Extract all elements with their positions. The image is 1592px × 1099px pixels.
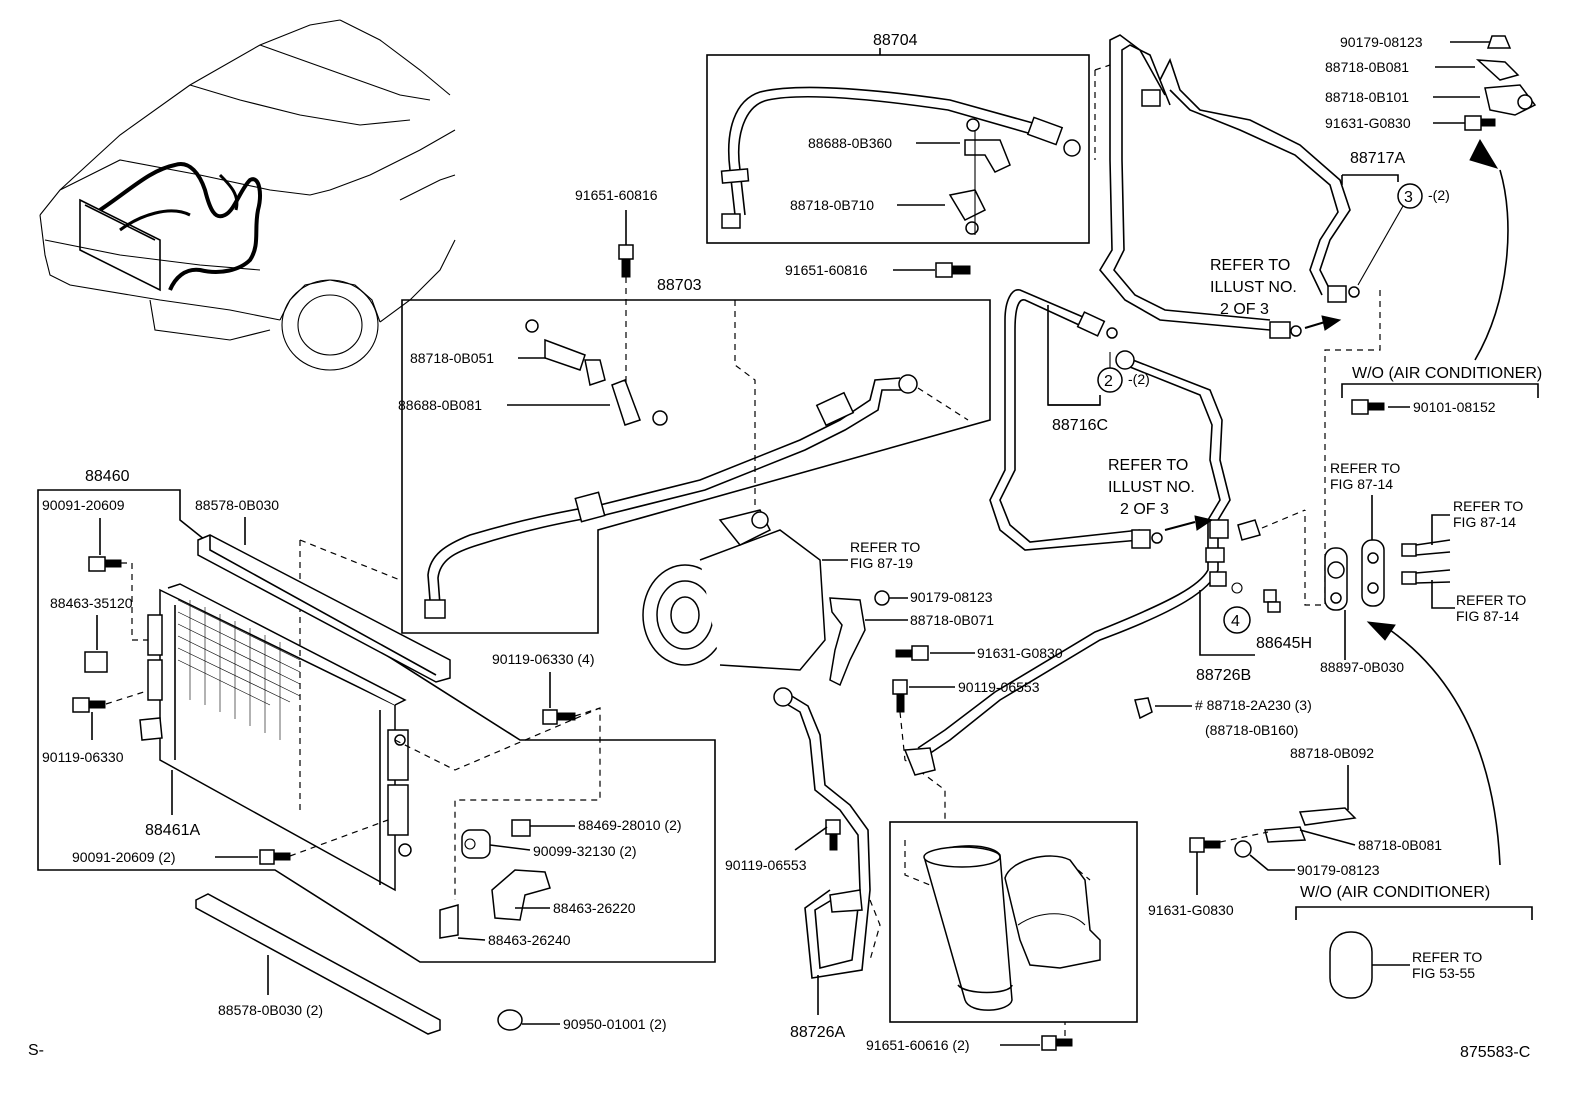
bolt-91651-60816-a bbox=[618, 210, 634, 390]
label-88718-0B160: (88718-0B160) bbox=[1205, 722, 1298, 738]
top-right-parts: 90179-08123 88718-0B081 88718-0B101 9163… bbox=[1325, 34, 1537, 361]
label-90179-08123-mid: 90179-08123 bbox=[910, 589, 993, 605]
label-91631-G0830-top: 91631-G0830 bbox=[1325, 115, 1411, 131]
label-refer-fig-87-14-a1: REFER TO bbox=[1330, 460, 1400, 476]
label-90179-08123-bot: 90179-08123 bbox=[1297, 862, 1380, 878]
car-illustration bbox=[39, 19, 456, 371]
label-88703: 88703 bbox=[657, 277, 702, 294]
compressor: REFER TO FIG 87-19 bbox=[642, 300, 920, 671]
label-circle2-qty: -(2) bbox=[1128, 371, 1150, 387]
label-88726A: 88726A bbox=[790, 1024, 845, 1041]
group-88460: 88460 90091-20609 88463-35120 90119-0633… bbox=[37, 468, 716, 963]
label-88463-26220: 88463-26220 bbox=[553, 900, 636, 916]
label-wo-ac-2: W/O (AIR CONDITIONER) bbox=[1300, 884, 1490, 901]
label-90101-08152: 90101-08152 bbox=[1413, 399, 1496, 415]
label-88645H: 88645H bbox=[1256, 635, 1312, 652]
label-90091-20609-b: 90091-20609 (2) bbox=[72, 849, 176, 865]
label-88469-28010: 88469-28010 (2) bbox=[578, 817, 682, 833]
label-88463-35120: 88463-35120 bbox=[50, 595, 133, 611]
label-refer-fig-53-55-a: REFER TO bbox=[1412, 949, 1482, 965]
group-88704: 88704 88688-0B360 88718-0B710 bbox=[706, 32, 1090, 244]
label-90119-06330-a: 90119-06330 bbox=[42, 749, 124, 765]
label-88704: 88704 bbox=[873, 32, 918, 49]
condenser-fins bbox=[177, 599, 301, 740]
pipe-88726B: 4 88726B 88645H bbox=[903, 350, 1312, 776]
receiver-dryer-box: 91651-60616 (2) bbox=[866, 821, 1138, 1053]
label-90119-06330-b: 90119-06330 (4) bbox=[492, 651, 594, 667]
label-s-mark: S- bbox=[28, 1042, 44, 1059]
callout-4: 4 bbox=[1231, 613, 1240, 630]
label-90950-01001: 90950-01001 (2) bbox=[563, 1016, 667, 1032]
label-88718-0B092: 88718-0B092 bbox=[1290, 745, 1374, 761]
label-88718-0B081-bot: 88718-0B081 bbox=[1358, 837, 1442, 853]
group-88703: 88703 88718-0B051 88688-0B081 bbox=[398, 277, 991, 634]
label-90119-06553-a: 90119-06553 bbox=[958, 679, 1040, 695]
label-88463-26240: 88463-26240 bbox=[488, 932, 571, 948]
bolt-91651-60816-b bbox=[893, 262, 971, 278]
label-88718-0B101: 88718-0B101 bbox=[1325, 89, 1409, 105]
wo-ac-block-1: W/O (AIR CONDITIONER) 90101-08152 bbox=[1341, 365, 1542, 415]
label-88718-0B071: 88718-0B071 bbox=[910, 612, 994, 628]
label-refer-fig-87-14-c2: FIG 87-14 bbox=[1456, 608, 1519, 624]
bracket-88718-0B071: 90179-08123 88718-0B071 91631-G0830 9011… bbox=[829, 589, 1063, 822]
label-88688-0B081: 88688-0B081 bbox=[398, 397, 482, 413]
label-90091-20609-a: 90091-20609 bbox=[42, 497, 125, 513]
label-88688-0B360: 88688-0B360 bbox=[808, 135, 892, 151]
label-refer-fig-87-14-a2: FIG 87-14 bbox=[1330, 476, 1393, 492]
label-88718-0B710: 88718-0B710 bbox=[790, 197, 874, 213]
label-88716C: 88716C bbox=[1052, 417, 1108, 434]
label-88718-2A230: # 88718-2A230 (3) bbox=[1195, 697, 1312, 713]
label-refer-fig-87-14-b2: FIG 87-14 bbox=[1453, 514, 1516, 530]
label-refer-illust-1a: REFER TO bbox=[1210, 257, 1290, 274]
hose-88717A: 88717A 3 -(2) REFER TO ILLUST NO. 2 OF 3 bbox=[1094, 34, 1450, 606]
wo-ac-block-2: W/O (AIR CONDITIONER) REFER TO FIG 53-55 bbox=[1295, 884, 1533, 999]
label-90179-08123-top: 90179-08123 bbox=[1340, 34, 1423, 50]
insulator-88578-0B030-lower: 88578-0B030 (2) bbox=[195, 893, 441, 1035]
label-91631-G0830-bot: 91631-G0830 bbox=[1148, 902, 1234, 918]
label-91651-60816-a: 91651-60816 bbox=[575, 187, 658, 203]
label-refer-illust-2c: 2 OF 3 bbox=[1120, 501, 1169, 518]
label-88726B: 88726B bbox=[1196, 667, 1251, 684]
label-wo-ac-1: W/O (AIR CONDITIONER) bbox=[1352, 365, 1542, 382]
clamp-88718-2A230: # 88718-2A230 (3) (88718-0B160) bbox=[1134, 697, 1312, 738]
label-88718-0B051: 88718-0B051 bbox=[410, 350, 494, 366]
label-refer-illust-1b: ILLUST NO. bbox=[1210, 279, 1297, 296]
label-90119-06553-b: 90119-06553 bbox=[725, 857, 807, 873]
label-refer-illust-2b: ILLUST NO. bbox=[1108, 479, 1195, 496]
label-refer-fig-87-19-b: FIG 87-19 bbox=[850, 555, 913, 571]
label-88460: 88460 bbox=[85, 468, 130, 485]
pipe-88716C: 2 -(2) 88716C bbox=[989, 289, 1163, 551]
label-refer-fig-53-55-b: FIG 53-55 bbox=[1412, 965, 1475, 981]
label-88578-0B030-a: 88578-0B030 bbox=[195, 497, 279, 513]
label-circle3-qty: -(2) bbox=[1428, 187, 1450, 203]
label-88897-0B030: 88897-0B030 bbox=[1320, 659, 1404, 675]
cap-90950-01001: 90950-01001 (2) bbox=[497, 1009, 667, 1032]
clamp-set-bottom-right: 88718-0B092 88718-0B081 90179-08123 9163… bbox=[1148, 745, 1442, 918]
label-88461A: 88461A bbox=[145, 822, 200, 839]
label-refer-fig-87-14-c1: REFER TO bbox=[1456, 592, 1526, 608]
label-refer-illust-1c: 2 OF 3 bbox=[1220, 301, 1269, 318]
label-91651-60616: 91651-60616 (2) bbox=[866, 1037, 970, 1053]
label-90099-32130: 90099-32130 (2) bbox=[533, 843, 637, 859]
pipe-88726A: 90119-06553 88726A bbox=[725, 687, 881, 1041]
callout-3: 3 bbox=[1404, 189, 1413, 206]
label-88578-0B030-b: 88578-0B030 (2) bbox=[218, 1002, 323, 1018]
label-88717A: 88717A bbox=[1350, 150, 1405, 167]
label-91631-G0830-mid: 91631-G0830 bbox=[977, 645, 1063, 661]
label-refer-illust-2a: REFER TO bbox=[1108, 457, 1188, 474]
label-refer-fig-87-19-a: REFER TO bbox=[850, 539, 920, 555]
label-91651-60816-b: 91651-60816 bbox=[785, 262, 868, 278]
callout-2: 2 bbox=[1104, 373, 1113, 390]
label-refer-fig-87-14-b1: REFER TO bbox=[1453, 498, 1523, 514]
label-fig-number: 875583-C bbox=[1460, 1044, 1530, 1061]
grommet-88897-0B030: REFER TO FIG 87-14 88897-0B030 REFER TO … bbox=[1320, 460, 1526, 866]
label-88718-0B081-top: 88718-0B081 bbox=[1325, 59, 1409, 75]
